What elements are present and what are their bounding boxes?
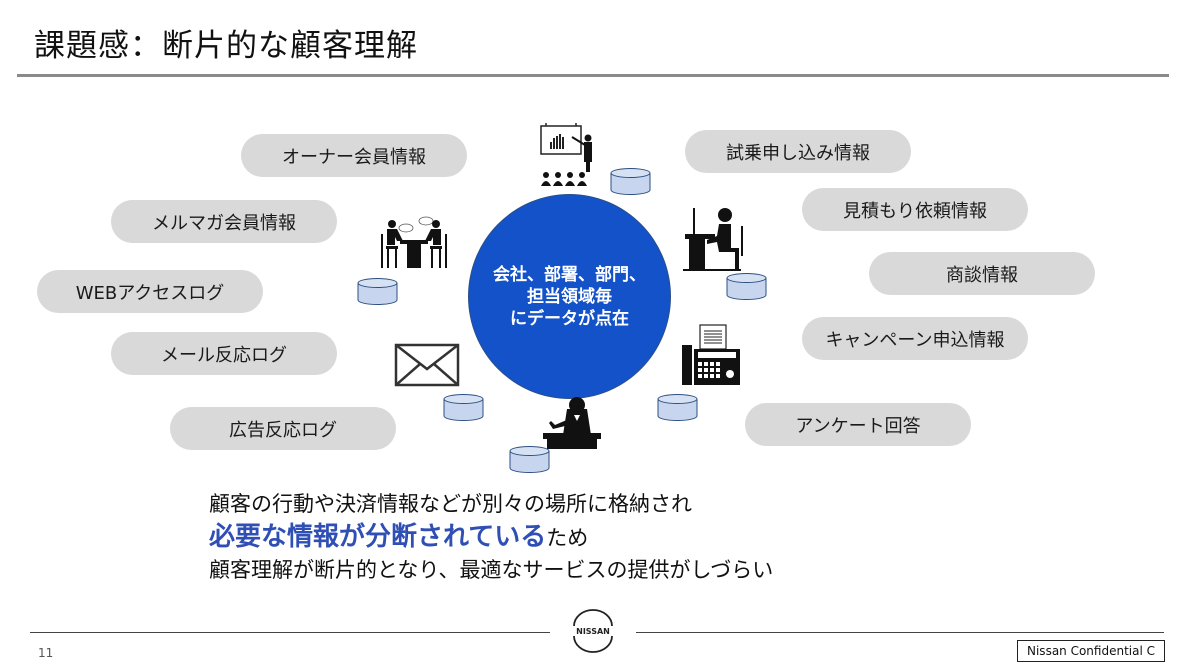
key-message: 顧客の行動や決済情報などが別々の場所に格納され 必要な情報が分断されているため …	[209, 490, 773, 585]
presentation-icon	[540, 123, 592, 186]
desk-worker-icon	[683, 208, 743, 271]
source-survey-response: アンケート回答	[745, 403, 971, 446]
title-divider	[17, 74, 1169, 77]
source-label: オーナー会員情報	[282, 146, 426, 168]
confidentiality-badge: Nissan Confidential C	[1017, 640, 1165, 662]
envelope-icon	[394, 343, 460, 387]
hub-line: 担当領域毎	[527, 286, 612, 307]
source-test-drive: 試乗申し込み情報	[685, 130, 911, 173]
source-quote-request: 見積もり依頼情報	[802, 188, 1028, 231]
message-line-1: 顧客の行動や決済情報などが別々の場所に格納され	[209, 492, 692, 516]
footer-divider-left	[30, 632, 550, 633]
hub-line: 会社、部署、部門、	[493, 264, 646, 285]
source-newsletter-members: メルマガ会員情報	[111, 200, 337, 243]
data-silo-hub: 会社、部署、部門、 担当領域毎 にデータが点在	[468, 194, 671, 399]
database-icon	[657, 394, 698, 421]
slide-title: 課題感：断片的な顧客理解	[34, 28, 418, 64]
page-number: 11	[38, 646, 54, 660]
database-icon	[357, 278, 398, 305]
receptionist-icon	[543, 397, 601, 449]
database-icon	[443, 394, 484, 421]
source-label: 試乗申し込み情報	[726, 142, 870, 164]
nissan-logo: NISSAN	[573, 609, 613, 653]
footer-divider-right	[636, 632, 1164, 633]
source-label: 見積もり依頼情報	[843, 200, 987, 222]
source-label: キャンペーン申込情報	[825, 329, 1005, 351]
hub-line: にデータが点在	[510, 308, 629, 329]
database-icon	[726, 273, 767, 300]
message-line-2: 必要な情報が分断されているため	[209, 519, 773, 556]
message-line-3: 顧客理解が断片的となり、最適なサービスの提供がしづらい	[209, 558, 774, 582]
fax-icon	[682, 324, 740, 385]
database-icon	[610, 168, 651, 195]
message-suffix: ため	[546, 526, 589, 550]
source-label: 広告反応ログ	[229, 419, 337, 441]
source-negotiation: 商談情報	[869, 252, 1095, 295]
source-ad-response-log: 広告反応ログ	[170, 407, 396, 450]
source-owner-members: オーナー会員情報	[241, 134, 467, 177]
meeting-icon	[381, 216, 447, 268]
source-label: メルマガ会員情報	[152, 212, 296, 234]
message-emphasis: 必要な情報が分断されている	[209, 522, 547, 552]
logo-text: NISSAN	[576, 627, 610, 636]
source-label: WEBアクセスログ	[75, 282, 225, 304]
source-campaign-application: キャンペーン申込情報	[802, 317, 1028, 360]
source-mail-response-log: メール反応ログ	[111, 332, 337, 375]
source-label: 商談情報	[946, 264, 1018, 286]
source-label: アンケート回答	[795, 415, 921, 437]
database-icon	[509, 446, 550, 473]
source-label: メール反応ログ	[161, 344, 287, 366]
source-web-access-log: WEBアクセスログ	[37, 270, 263, 313]
